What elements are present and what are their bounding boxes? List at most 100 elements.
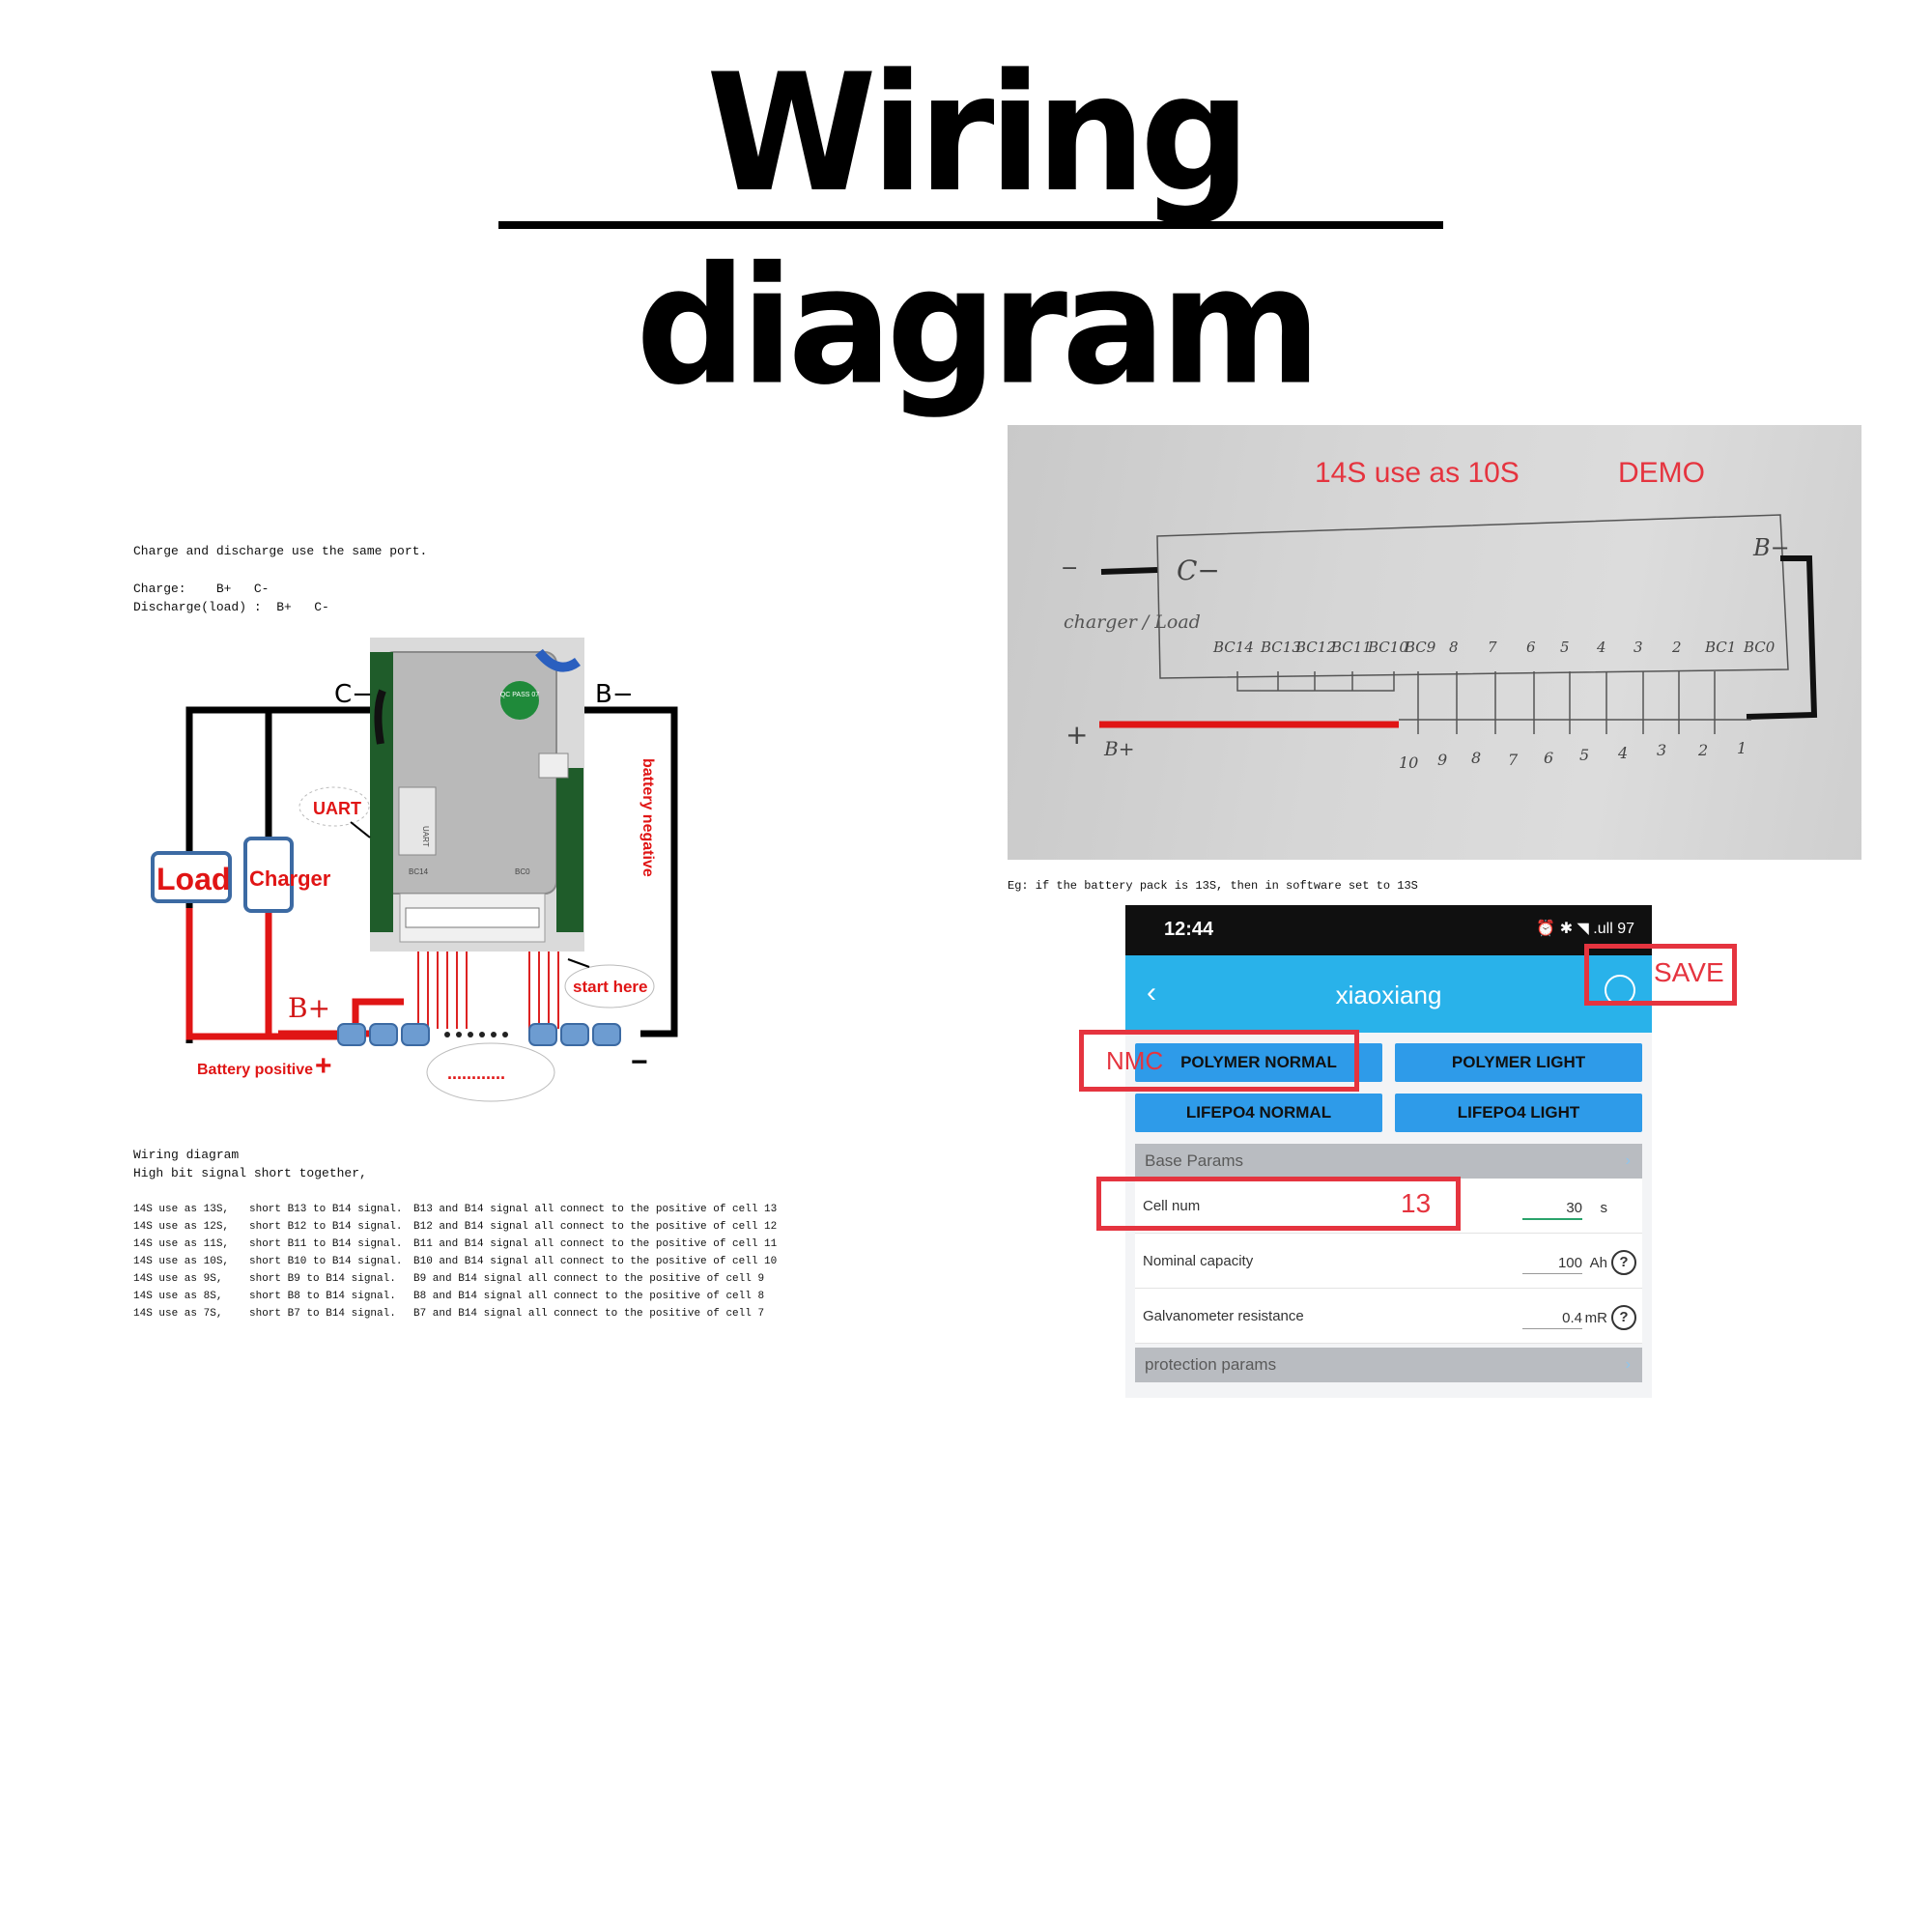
mode-button-polymer-normal[interactable]: POLYMER NORMAL	[1135, 1043, 1382, 1082]
mode-button-polymer-light[interactable]: POLYMER LIGHT	[1395, 1043, 1642, 1082]
cell-number: 1	[1737, 739, 1747, 757]
top-label: 5	[1560, 639, 1570, 656]
nmc-highlight-box	[1079, 1030, 1359, 1092]
battery-cells	[337, 1023, 621, 1046]
cell-num-row: Cell num 30 s	[1135, 1179, 1642, 1234]
charge-note: Charge and discharge use the same port.	[133, 544, 428, 558]
param-label: Cell num	[1143, 1198, 1201, 1214]
mode-button-lifepo4-light[interactable]: LIFEPO4 LIGHT	[1395, 1094, 1642, 1132]
cell-number: 2	[1697, 741, 1708, 759]
top-label: 6	[1526, 639, 1536, 656]
phone-screenshot: 12:44 ⏰ ✱ ◥ .ull 97 ‹ xiaoxiang POLYMER …	[1125, 905, 1652, 1398]
rule-row: 14S use as 8S,short B8 to B14 signal.B8 …	[133, 1291, 765, 1302]
top-label: BC10	[1367, 639, 1408, 656]
rule-row: 14S use as 9S,short B9 to B14 signal.B9 …	[133, 1273, 765, 1285]
cell-num-input[interactable]: 30	[1522, 1200, 1582, 1220]
b-plus-label: B+	[288, 992, 330, 1024]
load-box	[151, 851, 232, 903]
top-label: 3	[1634, 639, 1643, 656]
uart-bubble	[298, 786, 370, 827]
uart-arrow	[350, 821, 371, 838]
top-label: 8	[1449, 639, 1459, 656]
demo-charger-load: charger / Load	[1064, 611, 1201, 633]
galvanometer-resistance-row: Galvanometer resistance 0.4 mR ?	[1135, 1289, 1642, 1344]
cell-number: 8	[1471, 749, 1481, 767]
c-minus-wire	[1100, 567, 1158, 575]
rule-row: 14S use as 12S,short B12 to B14 signal.B…	[133, 1221, 778, 1233]
param-unit: Ah	[1589, 1255, 1607, 1271]
plus-sign: +	[315, 1050, 332, 1082]
param-label: Nominal capacity	[1143, 1253, 1254, 1269]
minus-sign: −	[631, 1046, 648, 1078]
balance-wires	[417, 952, 559, 1029]
help-icon[interactable]: ?	[1611, 1305, 1636, 1330]
rule-row: 14S use as 7S,short B7 to B14 signal.B7 …	[133, 1308, 765, 1320]
dots-bubble	[426, 1042, 555, 1102]
bms-wiring-diagram: QC PASS 07 UART BC14 BC0 Load Charger C−…	[151, 638, 678, 1102]
rules-table: 14S use as 13S,short B13 to B14 signal.B…	[133, 1204, 777, 1325]
svg-text:BC0: BC0	[515, 867, 530, 876]
cell-num-annotation: 13	[1401, 1188, 1432, 1218]
demo-tag: DEMO	[1618, 457, 1705, 489]
top-label: 4	[1596, 639, 1606, 656]
app-bar: ‹ xiaoxiang	[1125, 955, 1652, 1033]
status-time: 12:44	[1164, 919, 1214, 940]
rule-row: 14S use as 11S,short B11 to B14 signal.B…	[133, 1238, 778, 1250]
start-here-bubble	[564, 964, 655, 1009]
bms-board: QC PASS 07 UART BC14 BC0	[370, 638, 584, 952]
svg-text:BC14: BC14	[409, 867, 429, 876]
back-chevron-icon[interactable]: ‹	[1147, 977, 1156, 1009]
svg-text:UART: UART	[421, 826, 430, 847]
cell-number: 7	[1508, 751, 1519, 769]
chevron-right-icon: ›	[1625, 1356, 1631, 1373]
top-labels: BC14 BC13 BC12 BC11 BC10 BC9 8 7 6 5 4 3…	[1212, 639, 1776, 656]
app-title: xiaoxiang	[1335, 980, 1442, 1009]
demo-minus: −	[1061, 556, 1078, 581]
battery-negative-label: battery negative	[639, 758, 656, 877]
top-label: 2	[1671, 639, 1682, 656]
help-icon[interactable]: ?	[1611, 1250, 1636, 1275]
battery-positive-label: Battery positive	[197, 1062, 313, 1078]
nominal-capacity-input[interactable]: 100	[1522, 1255, 1582, 1274]
top-label: BC1	[1704, 639, 1736, 656]
galvanometer-resistance-input[interactable]: 0.4	[1522, 1310, 1582, 1329]
b-minus-wire	[1746, 555, 1818, 720]
b-minus-label: B−	[595, 680, 634, 709]
section-label: protection params	[1145, 1355, 1277, 1374]
top-label: BC9	[1404, 639, 1436, 656]
cell-num-highlight-box	[1096, 1177, 1461, 1231]
cell-number: 3	[1657, 741, 1666, 759]
top-label: BC0	[1743, 639, 1776, 656]
svg-text:QC PASS 07: QC PASS 07	[500, 692, 539, 698]
demo-heading: 14S use as 10S	[1315, 457, 1520, 489]
nominal-capacity-row: Nominal capacity 100 Ah ?	[1135, 1234, 1642, 1289]
top-label: BC11	[1330, 639, 1372, 656]
save-button[interactable]: SAVE	[1654, 957, 1724, 987]
load-label: Load	[156, 862, 230, 896]
charge-line: Charge: B+ C-	[133, 582, 270, 596]
page-title: Wiring diagram	[636, 38, 1321, 421]
cell-number: 5	[1579, 746, 1589, 764]
base-params-header[interactable]: Base Params ›	[1135, 1144, 1642, 1179]
cell-number: 10	[1399, 753, 1418, 772]
cell-numbers: 10 9 8 7 6 5 4 3 2 1	[1399, 739, 1747, 772]
demo-c-minus: C−	[1177, 554, 1220, 586]
uart-label: UART	[313, 799, 361, 818]
charger-label: Charger	[249, 867, 331, 891]
cell-number: 9	[1437, 751, 1447, 769]
board-outline	[1156, 514, 1789, 679]
demo-b-plus: B+	[1103, 737, 1134, 760]
save-highlight-box	[1584, 944, 1737, 1006]
section-label: Base Params	[1145, 1151, 1244, 1170]
cell-number: 4	[1617, 744, 1628, 762]
notes-title: Wiring diagram	[133, 1148, 240, 1162]
start-here-label: start here	[573, 978, 647, 996]
top-label: BC14	[1212, 639, 1254, 656]
mode-button-lifepo4-normal[interactable]: LIFEPO4 NORMAL	[1135, 1094, 1382, 1132]
status-icons: ⏰ ✱ ◥ .ull 97	[1536, 921, 1634, 937]
top-label: BC12	[1294, 639, 1336, 656]
sense-leads	[1236, 671, 1751, 734]
protection-params-header[interactable]: protection params ›	[1135, 1348, 1642, 1382]
title-underline	[498, 221, 1443, 229]
charger-box	[243, 837, 294, 913]
